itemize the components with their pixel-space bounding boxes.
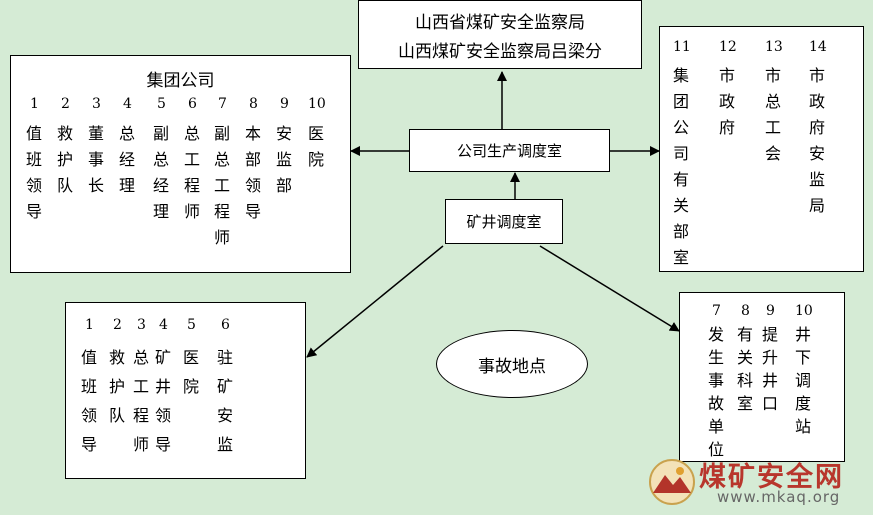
- group_company-role: 总 经 理: [118, 124, 135, 195]
- site_units-number: 5: [187, 317, 196, 333]
- site_units-role: 救 护 队: [108, 348, 125, 425]
- group_company-number: 4: [123, 96, 132, 112]
- site_units-role: 矿 井 领 导: [154, 348, 171, 454]
- accident-site-label: 事故地点: [478, 356, 546, 377]
- site_units-role: 医 院: [182, 348, 199, 396]
- city_units-number: 14: [809, 39, 827, 55]
- site_units-number: 4: [159, 317, 168, 333]
- mine_units-role: 井 下 调 度 站: [794, 325, 811, 436]
- mine-dispatch-room: 矿井调度室: [445, 199, 563, 244]
- city_units-role: 市 政 府: [718, 66, 735, 137]
- group_company-role: 副 总 工 程 师: [213, 124, 230, 247]
- group-company-numbers: 1 2 3 4 5 6 7 8 9 10: [13, 96, 352, 116]
- group_company-role: 救 护 队: [56, 124, 73, 195]
- city_units-role: 集 团 公 司 有 关 部 室: [672, 66, 689, 267]
- group_company-number: 6: [188, 96, 197, 112]
- group_company-number: 8: [249, 96, 258, 112]
- site_units-role: 驻 矿 安 监: [216, 348, 233, 454]
- authority-line1: 山西省煤矿安全监察局: [415, 13, 585, 33]
- site_units-number: 3: [137, 317, 146, 333]
- mine_units-role: 发 生 事 故 单 位: [707, 325, 724, 459]
- group_company-number: 5: [157, 96, 166, 112]
- mine_units-number: 7: [712, 303, 721, 319]
- site_units-number: 6: [221, 317, 230, 333]
- watermark-name: 煤矿安全网: [699, 462, 844, 493]
- group_company-number: 9: [280, 96, 289, 112]
- site-units-roles: 值 班 领 导救 护 队总 工 程 师矿 井 领 导医 院驻 矿 安 监: [68, 343, 307, 473]
- group_company-number: 3: [92, 96, 101, 112]
- group_company-number: 1: [30, 96, 39, 112]
- group_company-role: 总 工 程 师: [183, 124, 200, 221]
- arrow-mine-to-site: [306, 245, 444, 358]
- city-units-roles: 集 团 公 司 有 关 部 室市 政 府市 总 工 会市 政 府 安 监 局: [660, 63, 863, 271]
- group_company-role: 医 院: [307, 124, 324, 169]
- site_units-role: 总 工 程 师: [132, 348, 149, 454]
- city_units-role: 市 总 工 会: [764, 66, 781, 163]
- watermark-logo-icon: [649, 459, 695, 505]
- watermark-url: www.mkaq.org: [717, 488, 841, 506]
- company-dispatch-label: 公司生产调度室: [456, 142, 562, 160]
- mine_units-number: 9: [766, 303, 775, 319]
- site_units-number: 2: [113, 317, 122, 333]
- group-company-title: 集团公司: [146, 71, 215, 91]
- group_company-number: 2: [61, 96, 70, 112]
- authority-box: 山西省煤矿安全监察局 山西煤矿安全监察局吕梁分: [358, 0, 642, 69]
- mine-dispatch-label: 矿井调度室: [466, 213, 542, 231]
- arrow-mine-to-units: [539, 245, 680, 332]
- city-units-numbers: 11 12 13 14: [660, 39, 863, 59]
- mine_units-number: 8: [741, 303, 750, 319]
- group_company-number: 7: [218, 96, 227, 112]
- site_units-number: 1: [85, 317, 94, 333]
- group-company-roles: 值 班 领 导救 护 队董 事 长总 经 理副 总 经 理总 工 程 师副 总 …: [13, 121, 352, 271]
- mine_units-number: 10: [795, 303, 813, 319]
- authority-line2: 山西煤矿安全监察局吕梁分: [398, 42, 602, 62]
- site_units-role: 值 班 领 导: [80, 348, 97, 454]
- group_company-role: 值 班 领 导: [25, 124, 42, 221]
- city_units-number: 13: [765, 39, 783, 55]
- group_company-role: 董 事 长: [87, 124, 104, 195]
- city_units-number: 11: [673, 39, 691, 55]
- accident-site: 事故地点: [436, 330, 588, 398]
- mine_units-role: 提 升 井 口: [761, 325, 778, 413]
- group_company-role: 本 部 领 导: [244, 124, 261, 221]
- city_units-number: 12: [719, 39, 737, 55]
- city-units-box: 11 12 13 14 集 团 公 司 有 关 部 室 市 政 府 市 总 工 会 市 政 …: [659, 26, 864, 272]
- group_company-role: 副 总 经 理: [152, 124, 169, 221]
- company-dispatch-room: 公司生产调度室: [409, 129, 610, 172]
- group_company-role: 安 监 部: [275, 124, 292, 195]
- group_company-number: 10: [308, 96, 326, 112]
- watermark: 煤矿安全网 www.mkaq.org: [645, 455, 863, 511]
- city_units-role: 市 政 府 安 监 局: [808, 66, 825, 215]
- mine-units-roles: 发 生 事 故 单 位有 关 科 室提 升 井 口井 下 调 度 站: [680, 323, 844, 461]
- mine_units-role: 有 关 科 室: [736, 325, 753, 413]
